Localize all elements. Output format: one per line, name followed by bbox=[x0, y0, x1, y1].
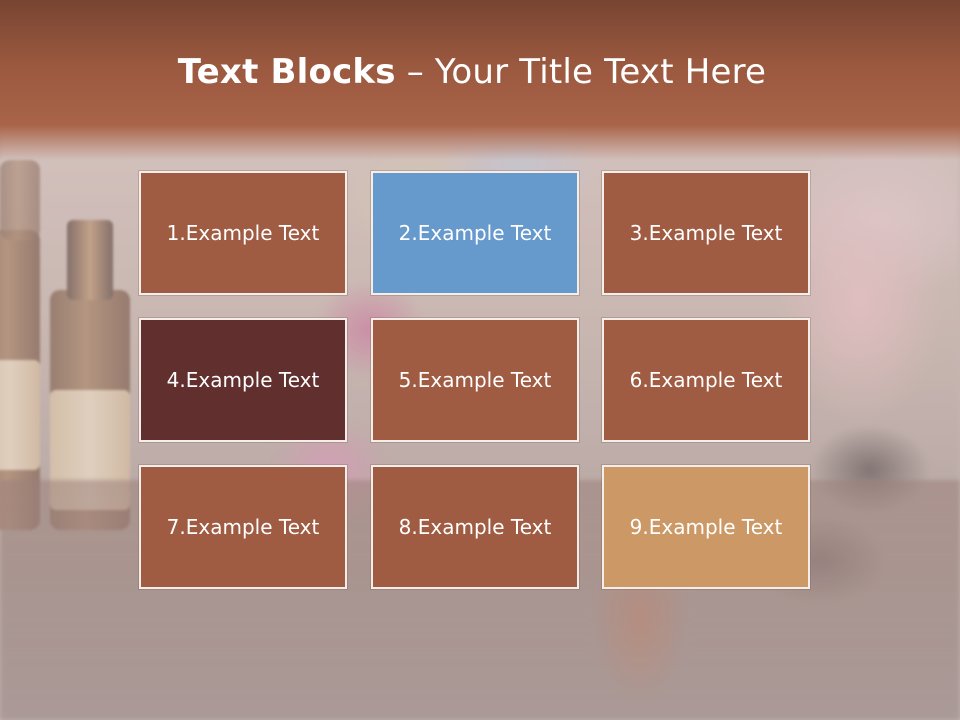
text-block-2[interactable]: 2.Example Text bbox=[371, 171, 579, 295]
title-rest: Your Title Text Here bbox=[434, 52, 767, 92]
text-block-5[interactable]: 5.Example Text bbox=[371, 318, 579, 442]
text-block-9[interactable]: 9.Example Text bbox=[602, 465, 810, 589]
text-block-grid: 1.Example Text 2.Example Text 3.Example … bbox=[139, 171, 815, 594]
text-block-7[interactable]: 7.Example Text bbox=[139, 465, 347, 589]
text-block-6[interactable]: 6.Example Text bbox=[602, 318, 810, 442]
text-block-label: 3.Example Text bbox=[629, 221, 783, 245]
text-block-label: 1.Example Text bbox=[166, 221, 320, 245]
slide-title: Text Blocks – Your Title Text Here bbox=[0, 52, 944, 92]
text-block-3[interactable]: 3.Example Text bbox=[602, 171, 810, 295]
oil-bottle-back bbox=[0, 160, 40, 240]
title-bold-part: Text Blocks bbox=[177, 52, 396, 92]
text-block-label: 2.Example Text bbox=[398, 221, 552, 245]
title-band bbox=[0, 0, 960, 160]
title-dash: – bbox=[395, 52, 435, 92]
text-block-label: 4.Example Text bbox=[166, 368, 320, 392]
text-block-label: 7.Example Text bbox=[166, 515, 320, 539]
text-block-4[interactable]: 4.Example Text bbox=[139, 318, 347, 442]
text-block-label: 9.Example Text bbox=[629, 515, 783, 539]
text-block-1[interactable]: 1.Example Text bbox=[139, 171, 347, 295]
text-block-label: 5.Example Text bbox=[398, 368, 552, 392]
text-block-label: 6.Example Text bbox=[629, 368, 783, 392]
text-block-8[interactable]: 8.Example Text bbox=[371, 465, 579, 589]
text-block-label: 8.Example Text bbox=[398, 515, 552, 539]
